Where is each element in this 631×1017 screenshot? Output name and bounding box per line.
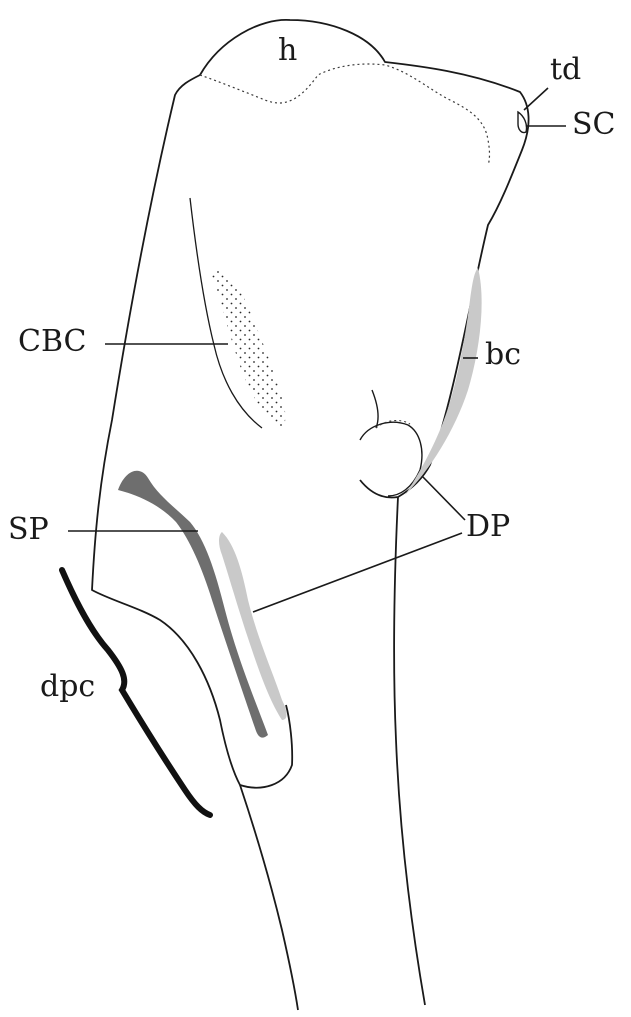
label-cbc: CBC bbox=[18, 327, 87, 357]
dp-boss bbox=[372, 390, 378, 428]
leader-dp-lower bbox=[253, 533, 462, 612]
head-dotted-margin bbox=[200, 64, 490, 165]
leader-dp-upper bbox=[422, 476, 465, 520]
label-h: h bbox=[278, 36, 297, 66]
label-td: td bbox=[550, 55, 581, 85]
label-sc: SC bbox=[572, 110, 616, 140]
tubercle-detail bbox=[518, 112, 527, 133]
bc-light-scar bbox=[405, 268, 482, 495]
label-bc: bc bbox=[485, 340, 521, 370]
cbc-stipple-area bbox=[210, 270, 285, 432]
label-sp: SP bbox=[8, 515, 49, 545]
leader-td bbox=[524, 88, 548, 110]
label-dp: DP bbox=[466, 512, 510, 542]
label-dpc: dpc bbox=[40, 672, 95, 702]
shaft-left-edge bbox=[240, 785, 298, 1010]
